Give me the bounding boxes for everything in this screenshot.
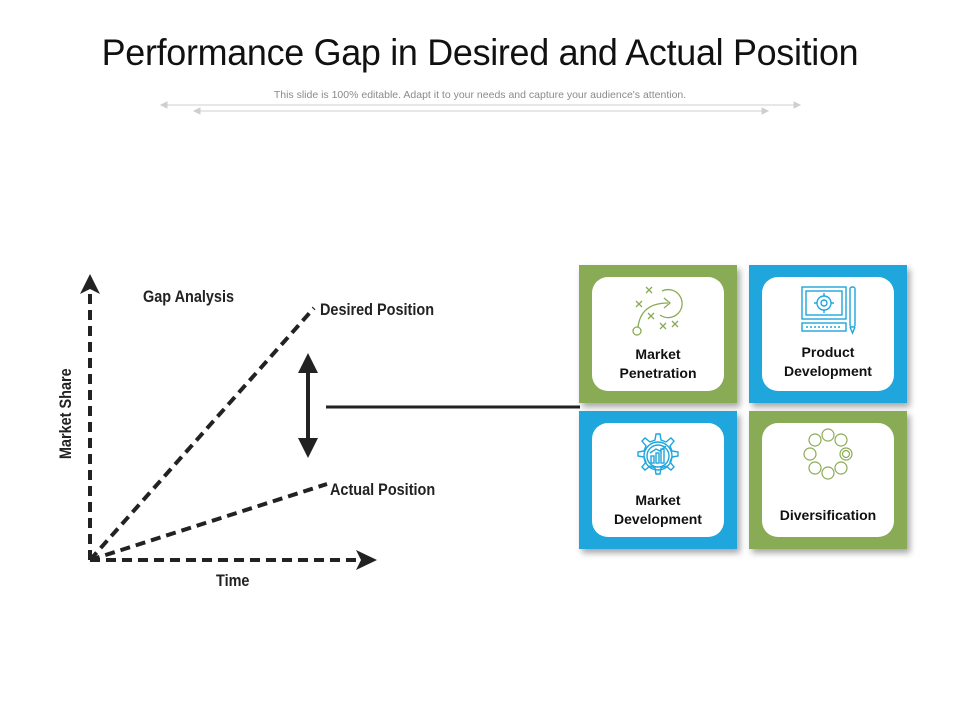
x-axis-arrowhead xyxy=(356,550,377,570)
tile-label-line2: Penetration xyxy=(619,365,697,381)
tile-label-line1: Diversification xyxy=(779,507,877,523)
gap-double-arrow xyxy=(298,353,318,458)
desired-position-label: Desired Position xyxy=(320,300,435,319)
subtitle-arrows xyxy=(159,101,802,115)
gear-chart-icon xyxy=(637,433,679,475)
desired-position-line xyxy=(88,306,316,562)
tile-label-line1: Product xyxy=(801,344,855,360)
y-axis-label: Market Share xyxy=(56,368,75,460)
circles-ring-icon xyxy=(803,428,853,480)
strategy-tile-product-development[interactable]: Product Development xyxy=(749,265,907,403)
y-axis-arrowhead xyxy=(80,274,100,294)
x-axis-label: Time xyxy=(216,571,250,590)
actual-position-label: Actual Position xyxy=(330,480,436,499)
strategy-tile-market-development[interactable]: Market Development xyxy=(579,411,737,549)
strategy-tile-diversification[interactable]: Diversification xyxy=(749,411,907,549)
strategy-play-icon xyxy=(632,286,683,336)
design-blueprint-icon xyxy=(801,286,856,335)
tile-label-line1: Market xyxy=(635,346,681,362)
tile-label-line1: Market xyxy=(635,492,681,508)
actual-position-line xyxy=(89,482,328,562)
page-subtitle: This slide is 100% editable. Adapt it to… xyxy=(273,89,687,101)
page-title: Performance Gap in Desired and Actual Po… xyxy=(101,32,859,73)
strategy-tile-market-penetration[interactable]: Market Penetration xyxy=(579,265,737,403)
tile-label-line2: Development xyxy=(614,511,702,527)
tile-label-line2: Development xyxy=(784,363,872,379)
gap-analysis-heading: Gap Analysis xyxy=(143,287,235,306)
